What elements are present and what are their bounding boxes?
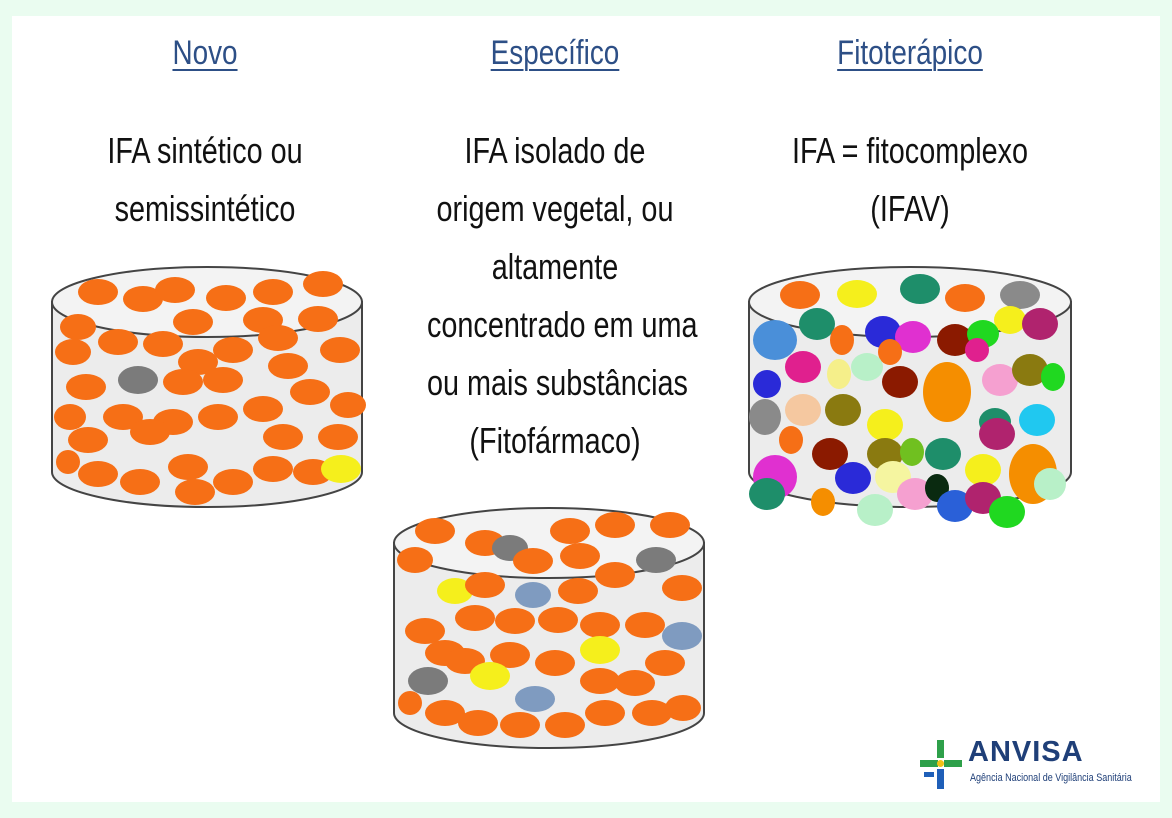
text-novo-line: IFA sintético ou <box>107 130 303 171</box>
text-fitoterapico-line: (IFAV) <box>870 188 950 229</box>
text-fitoterapico: IFA = fitocomplexo (IFAV) <box>778 122 1042 238</box>
text-especifico: IFA isolado de origem vegetal, ou altame… <box>427 122 698 470</box>
anvisa-name: ANVISA <box>968 736 1084 768</box>
title-fitoterapico: Fitoterápico <box>837 34 983 72</box>
text-especifico-line: concentrado em uma <box>427 304 698 345</box>
text-especifico-line: ou mais substâncias <box>427 362 688 403</box>
text-especifico-line: origem vegetal, ou <box>436 188 674 229</box>
text-novo-line: semissintético <box>114 188 296 229</box>
anvisa-logo: ANVISA Agência Nacional de Vigilância Sa… <box>918 736 1148 798</box>
text-fitoterapico-line: IFA = fitocomplexo <box>791 130 1029 171</box>
text-especifico-line: altamente <box>491 246 619 287</box>
jar-novo <box>51 266 366 508</box>
text-novo: IFA sintético ou semissintético <box>85 122 325 238</box>
title-especifico: Específico <box>490 34 620 72</box>
text-especifico-line: IFA isolado de <box>464 130 646 171</box>
particles-especifico <box>397 512 702 738</box>
jar-especifico <box>393 507 705 749</box>
particles-novo <box>54 271 366 505</box>
title-novo: Novo <box>172 34 238 72</box>
particles-fitoterapico <box>749 274 1066 528</box>
anvisa-subtitle: Agência Nacional de Vigilância Sanitária <box>970 772 1132 784</box>
jar-fitoterapico <box>748 266 1072 528</box>
anvisa-cross-icon <box>920 740 962 789</box>
text-especifico-line: (Fitofármaco) <box>469 420 641 461</box>
